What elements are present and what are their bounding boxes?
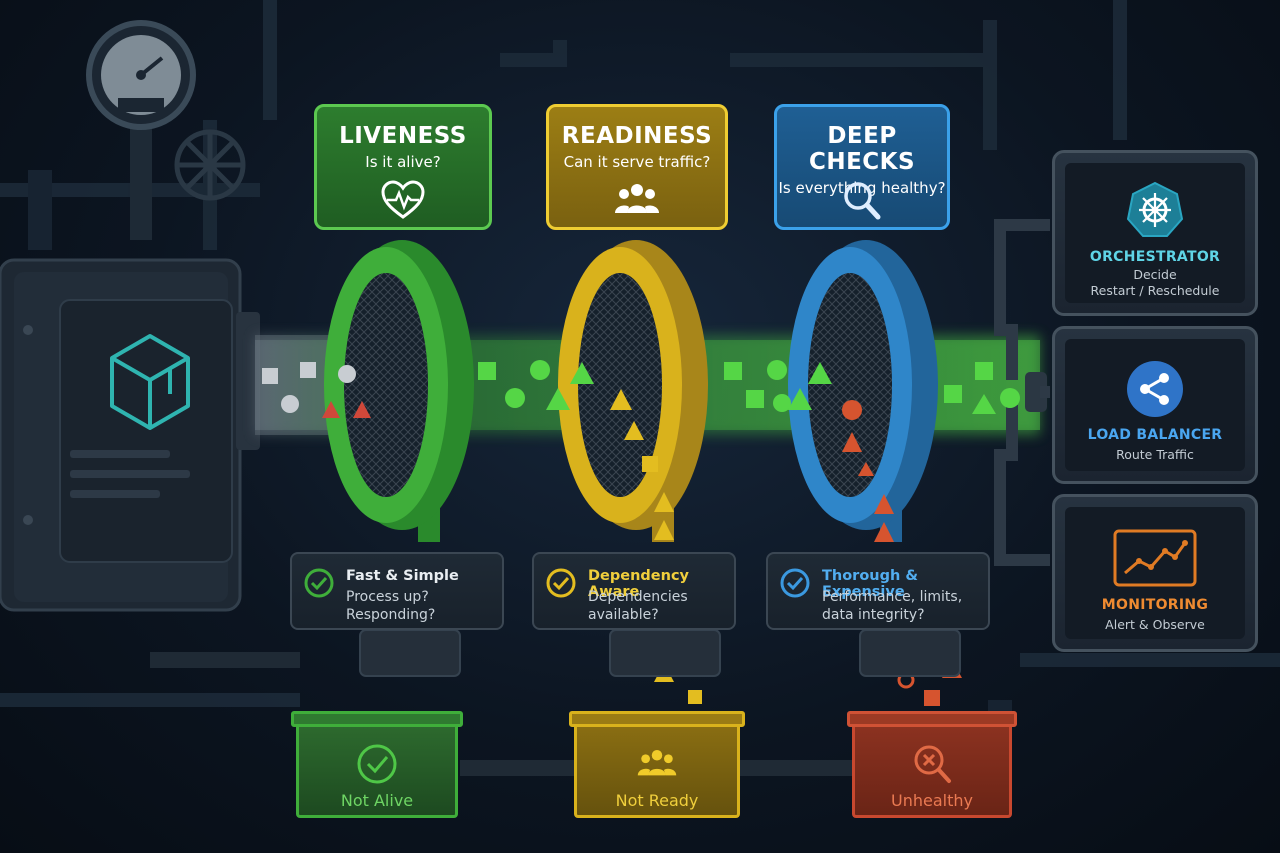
readiness-ring [558, 240, 708, 542]
heartbeat-icon [381, 180, 425, 219]
trend-chart-icon [1113, 529, 1197, 587]
stage-subtitle: Can it serve traffic? [563, 153, 711, 171]
stage-title: LIVENESS [339, 123, 467, 149]
consumer-subtitle: Route Traffic [1116, 447, 1194, 462]
liveness-ring [324, 240, 474, 542]
consumer-title: LOAD BALANCER [1087, 427, 1223, 443]
service-machine [0, 258, 260, 612]
info-card-deep-checks: Thorough & Expensive Performance, limits… [766, 552, 990, 630]
container-cube-icon [110, 334, 190, 430]
passed-tokens [478, 360, 1020, 414]
info-card-liveness: Fast & Simple Process up? Responding? [290, 552, 504, 630]
magnifier-icon [844, 182, 881, 220]
consumer-load-balancer: LOAD BALANCER Route Traffic [1052, 326, 1258, 484]
magnifier-x-icon [914, 745, 951, 783]
stage-title: DEEP CHECKS [808, 123, 916, 175]
share-icon [1127, 361, 1183, 417]
pressure-gauge-icon [86, 20, 196, 240]
stage-card-liveness: LIVENESS Is it alive? [314, 104, 492, 230]
bin-label: Not Alive [340, 791, 414, 810]
valve-wheel-icon [174, 129, 246, 201]
stage-title: READINESS [561, 123, 713, 149]
bin-unhealthy: Unhealthy [847, 711, 1017, 818]
consumer-subtitle: Alert & Observe [1105, 617, 1205, 632]
helm-wheel-icon [1126, 181, 1184, 237]
stage-card-deep-checks: DEEP CHECKS Is everything healthy? [774, 104, 950, 230]
stage-card-readiness: READINESS Can it serve traffic? [546, 104, 728, 230]
bin-label: Not Ready [615, 791, 699, 810]
consumer-subtitle: Decide Restart / Reschedule [1090, 267, 1220, 298]
check-circle-icon [357, 744, 397, 784]
stage-subtitle: Is everything healthy? [778, 179, 946, 197]
check-circle-icon [780, 568, 810, 598]
info-title: Fast & Simple [346, 568, 459, 584]
info-description: Dependencies available? [588, 589, 688, 623]
stage-subtitle: Is it alive? [365, 153, 441, 171]
bin-not-alive: Not Alive [291, 711, 463, 818]
consumer-monitoring: MONITORING Alert & Observe [1052, 494, 1258, 652]
consumer-title: MONITORING [1101, 597, 1209, 613]
bin-not-ready: Not Ready [569, 711, 745, 818]
bin-label: Unhealthy [891, 791, 973, 810]
info-description: Process up? Responding? [346, 589, 436, 623]
check-circle-icon [546, 568, 576, 598]
deep-check-ring [788, 240, 938, 542]
check-circle-icon [304, 568, 334, 598]
consumer-title: ORCHESTRATOR [1089, 249, 1221, 265]
request-tokens [262, 362, 371, 418]
consumer-orchestrator: ORCHESTRATOR Decide Restart / Reschedule [1052, 150, 1258, 316]
info-description: Performance, limits, data integrity? [822, 589, 963, 623]
info-card-readiness: Dependency Aware Dependencies available? [532, 552, 736, 630]
info-title: Dependency Aware [588, 568, 689, 600]
users-icon [637, 750, 677, 776]
info-title: Thorough & Expensive [822, 568, 919, 600]
users-icon [615, 184, 659, 213]
